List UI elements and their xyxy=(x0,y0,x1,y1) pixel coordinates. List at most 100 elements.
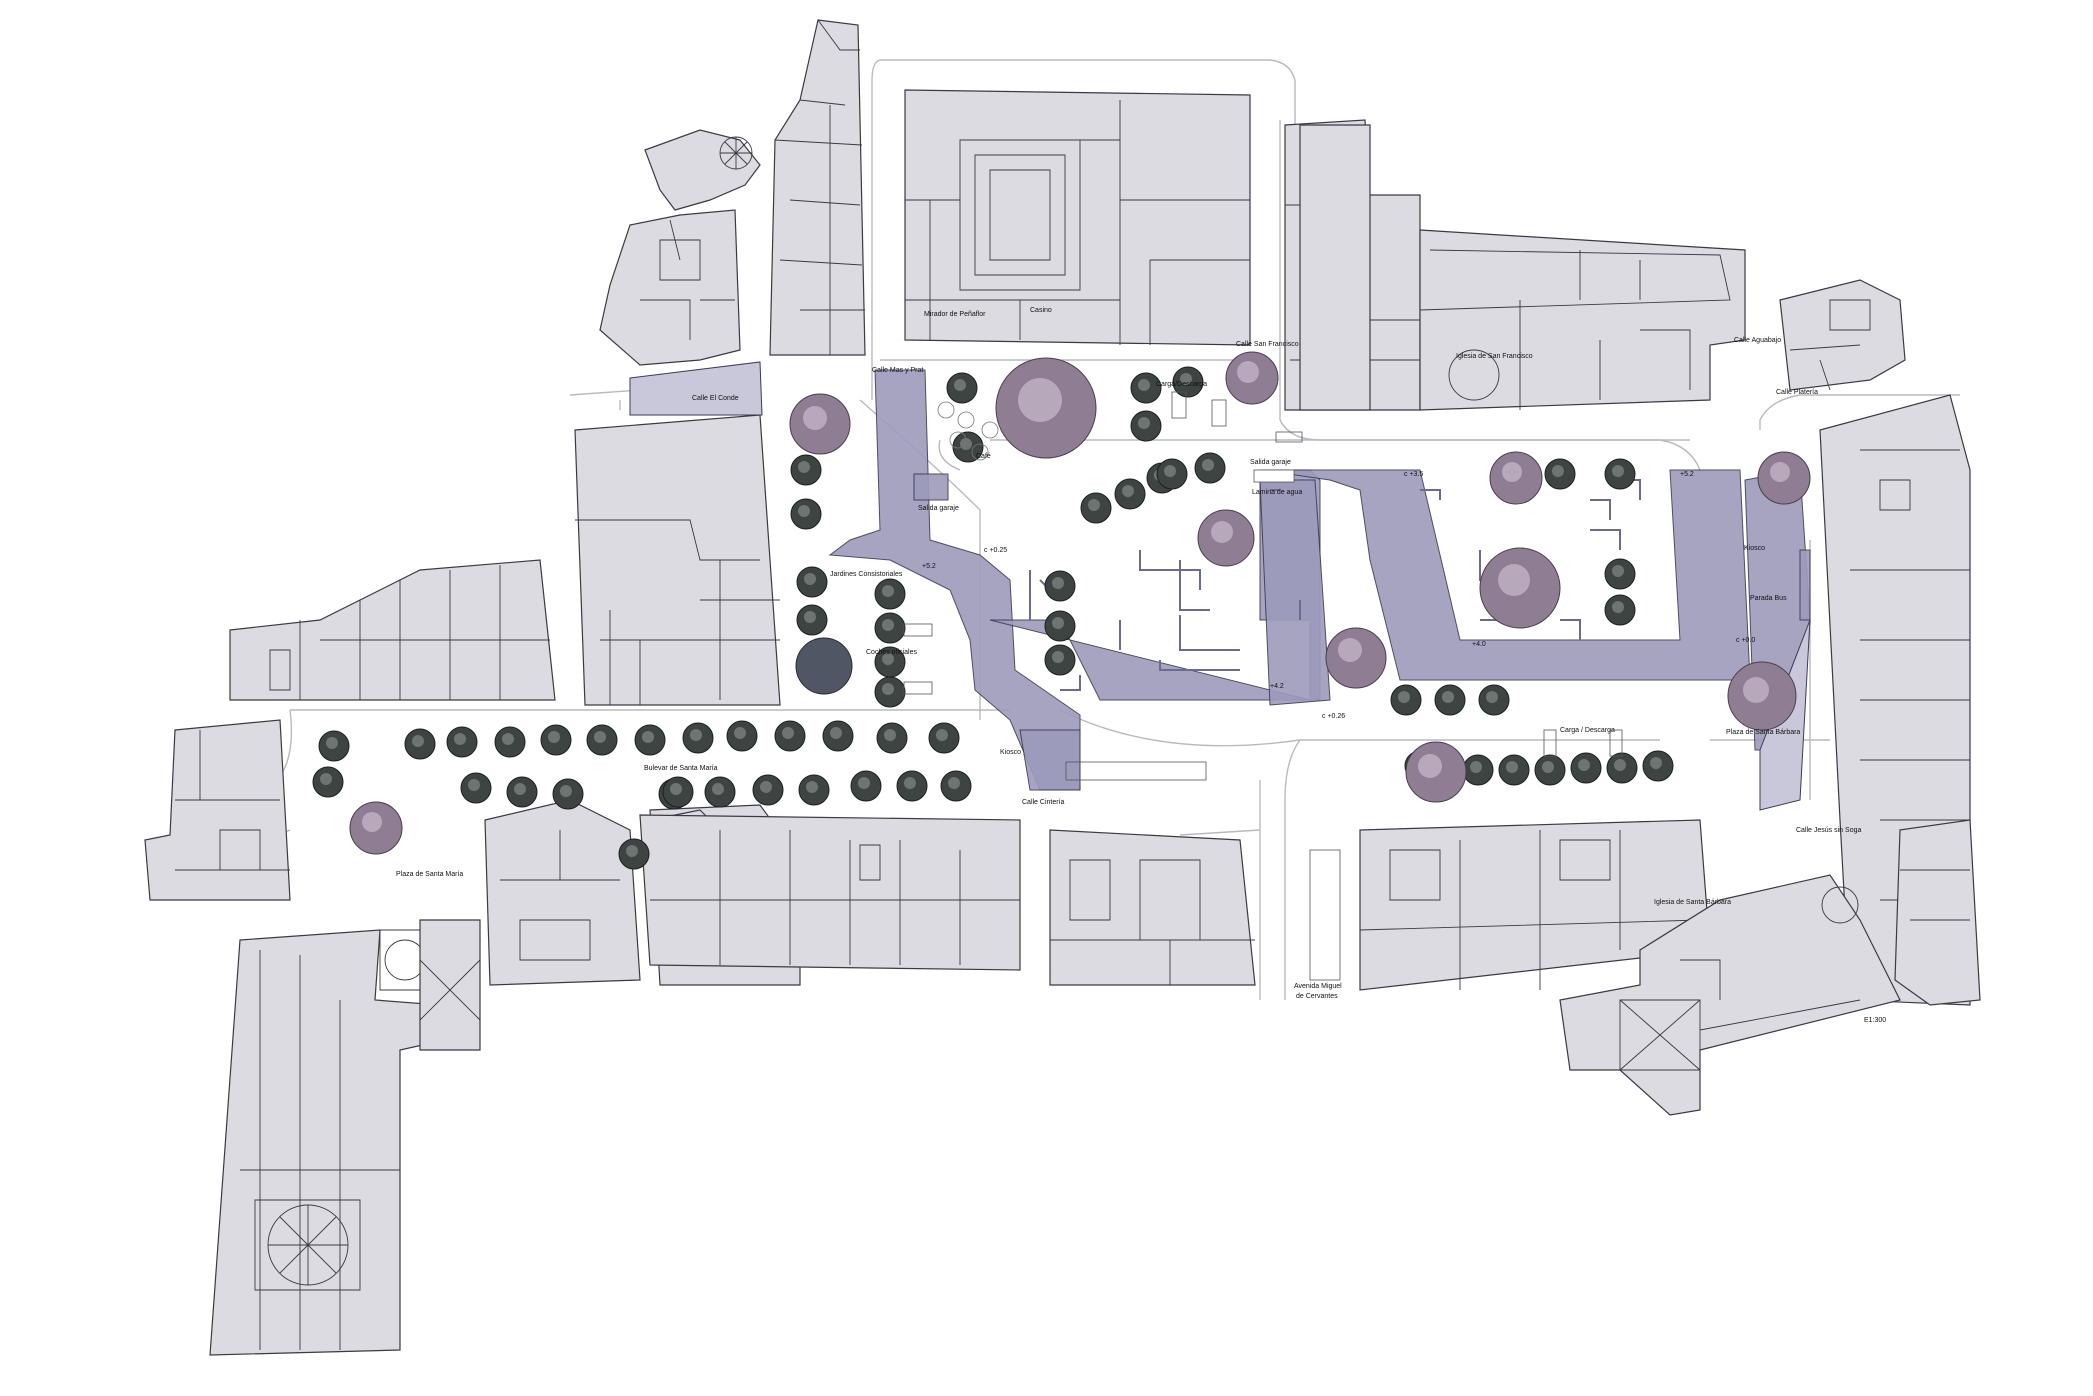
label-kiosco-left: Kiosco xyxy=(1000,749,1021,756)
building-block xyxy=(1559,874,1901,1116)
flowering-tree xyxy=(349,801,403,855)
tree xyxy=(506,776,538,808)
tree xyxy=(928,722,960,754)
tree xyxy=(634,724,666,756)
upper-plaza-band xyxy=(1259,469,1751,681)
label-level-52-left: +5.2 xyxy=(922,563,936,570)
tree xyxy=(494,726,526,758)
cafe-kiosk xyxy=(913,473,949,501)
calle-el-conde-strip xyxy=(629,361,763,416)
tree xyxy=(1478,684,1510,716)
label-level-c026: c +0.26 xyxy=(1322,713,1345,720)
tree xyxy=(774,720,806,752)
label-calle-mas-prat: Calle Mas y Prat xyxy=(872,367,923,374)
flowering-tree xyxy=(1405,741,1467,803)
label-avenida-2: de Cervantes xyxy=(1296,993,1338,1000)
label-calle-san-francisco: Calle San Francisco xyxy=(1236,341,1299,348)
tree xyxy=(752,774,784,806)
tree xyxy=(726,720,758,752)
tree xyxy=(662,776,694,808)
building-block xyxy=(144,719,291,901)
building-block xyxy=(419,919,481,1051)
flowering-tree xyxy=(1225,351,1279,405)
tree xyxy=(874,646,906,678)
label-level-40: +4.0 xyxy=(1472,641,1486,648)
label-lamina-agua: Lamina de agua xyxy=(1252,489,1302,496)
tree xyxy=(586,724,618,756)
building-block xyxy=(1299,124,1371,411)
tree xyxy=(796,566,828,598)
building-block xyxy=(1419,229,1746,411)
label-iglesia-santa-barbara: Iglesia de Santa Bárbara xyxy=(1654,899,1731,906)
tree xyxy=(1642,750,1674,782)
label-plaza-santa-barbara: Plaza de Santa Bárbara xyxy=(1726,729,1800,736)
tree xyxy=(1044,644,1076,676)
label-calle-aguabajo: Calle Aguabajo xyxy=(1734,337,1781,344)
label-calle-cinteria: Calle Cintería xyxy=(1022,799,1065,806)
label-level-c025: c +0.25 xyxy=(984,547,1007,554)
label-parada-bus: Parada Bus xyxy=(1750,595,1787,602)
garden-paths xyxy=(1029,479,1641,691)
tree xyxy=(1606,752,1638,784)
label-kiosco-right: Kiosco xyxy=(1744,545,1765,552)
tree xyxy=(1604,458,1636,490)
tree xyxy=(1114,478,1146,510)
tree xyxy=(874,612,906,644)
tree xyxy=(1604,594,1636,626)
building-block xyxy=(1894,819,1981,1006)
map-labels: Mirador de Peñaflor Casino Calle Mas y P… xyxy=(396,307,1886,1024)
tree xyxy=(874,676,906,708)
label-carga-descarga-top: Carga/Descarga xyxy=(1156,381,1207,388)
tree xyxy=(1130,372,1162,404)
flowering-tree xyxy=(1489,451,1543,505)
label-jardines: Jardines Consistoriales xyxy=(830,571,903,578)
tree xyxy=(682,722,714,754)
label-scale: E1:300 xyxy=(1864,1017,1886,1024)
building-block xyxy=(1779,279,1906,391)
flowering-tree xyxy=(995,357,1097,459)
tree xyxy=(1044,610,1076,642)
building-block xyxy=(904,89,1251,346)
tree xyxy=(850,770,882,802)
tree xyxy=(618,838,650,870)
tree xyxy=(1390,684,1422,716)
trees xyxy=(312,351,1811,870)
tree xyxy=(404,728,436,760)
tree xyxy=(1194,452,1226,484)
building-block xyxy=(769,19,866,356)
building-block xyxy=(644,129,761,211)
tree xyxy=(798,774,830,806)
tree xyxy=(318,730,350,762)
building-block xyxy=(574,414,781,706)
tree xyxy=(896,770,928,802)
building-block xyxy=(209,929,446,1356)
building-block xyxy=(1049,829,1256,986)
flowering-tree xyxy=(1727,661,1797,731)
tree xyxy=(460,772,492,804)
flowering-tree xyxy=(1197,509,1255,567)
label-level-c35: c +3.5 xyxy=(1404,471,1423,478)
dark-tree xyxy=(795,637,853,695)
tree xyxy=(790,454,822,486)
label-calle-jesus: Calle Jesús sin Soga xyxy=(1796,827,1861,834)
label-iglesia-san-francisco: Iglesia de San Francisco xyxy=(1456,353,1533,360)
building-blocks xyxy=(144,19,1981,1356)
label-level-52-right: +5.2 xyxy=(1680,471,1694,478)
tree xyxy=(446,726,478,758)
tree xyxy=(1570,752,1602,784)
tree xyxy=(1604,558,1636,590)
building-block xyxy=(639,814,1021,971)
tree xyxy=(790,498,822,530)
tree xyxy=(1434,684,1466,716)
flowering-tree xyxy=(1479,547,1561,629)
label-level-c00: c +0.0 xyxy=(1736,637,1755,644)
label-calle-plateria: Calle Platería xyxy=(1776,389,1818,396)
tree xyxy=(1544,458,1576,490)
tree xyxy=(876,722,908,754)
tree xyxy=(874,578,906,610)
tree xyxy=(1044,570,1076,602)
label-plaza-santa-maria: Plaza de Santa María xyxy=(396,871,463,878)
tree xyxy=(1080,492,1112,524)
tree xyxy=(1130,410,1162,442)
